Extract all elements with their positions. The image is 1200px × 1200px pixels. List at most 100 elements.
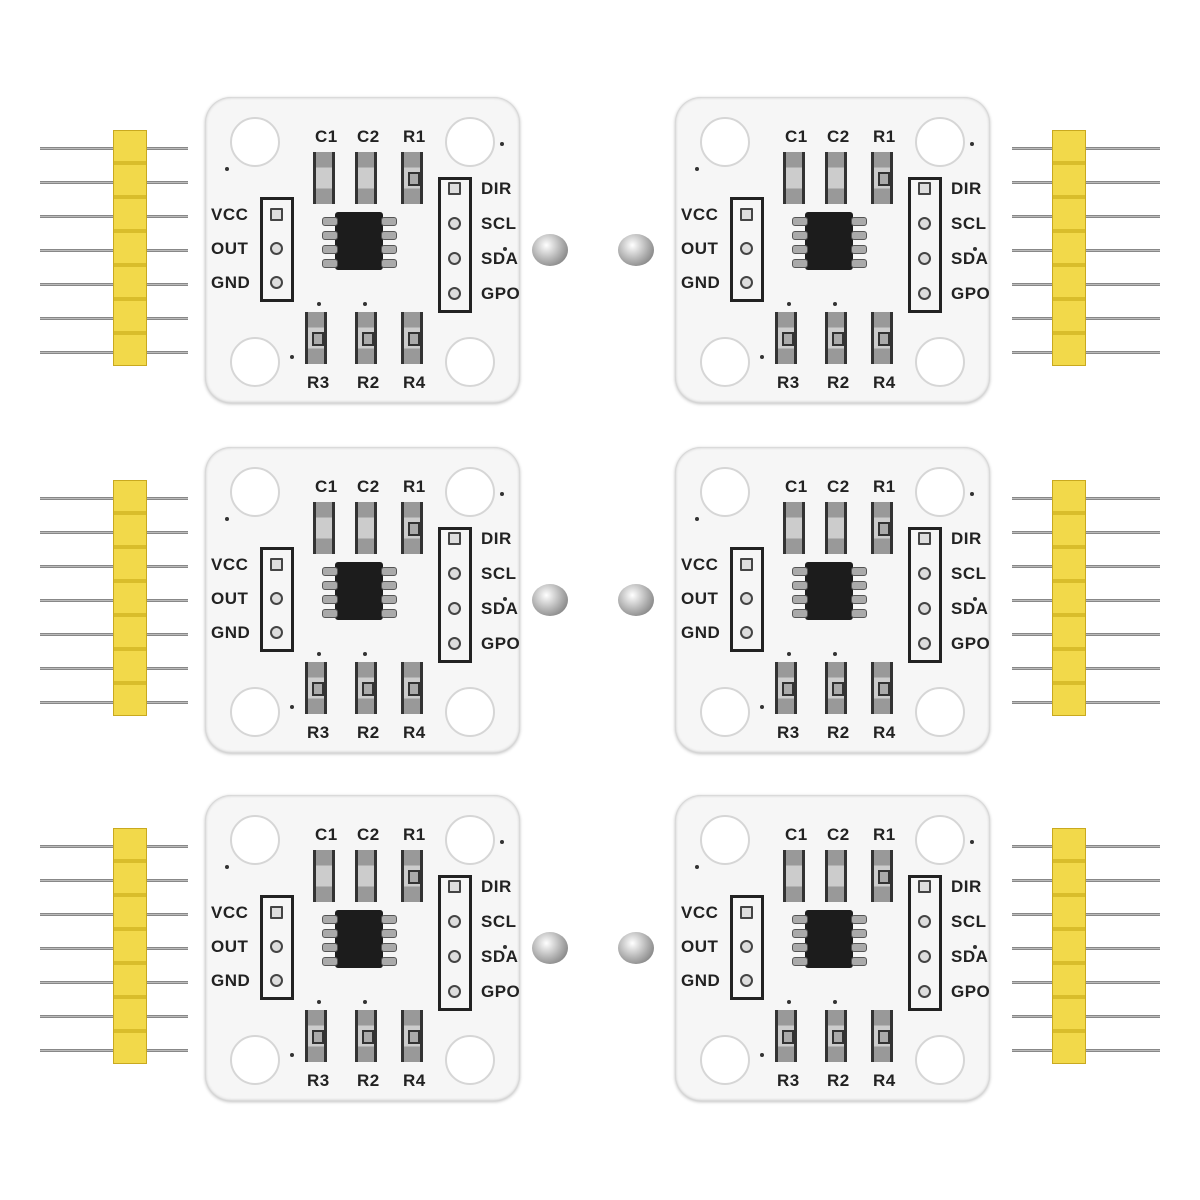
smd-pad <box>825 152 847 204</box>
header-pin <box>1012 1015 1160 1018</box>
component-label: C1 <box>315 477 338 496</box>
mounting-hole <box>445 467 495 517</box>
pin-hole <box>740 626 753 639</box>
component-label: R4 <box>873 723 896 742</box>
mounting-hole <box>700 337 750 387</box>
chip-leg <box>381 943 397 952</box>
pad-marker <box>782 682 794 696</box>
pad-marker <box>362 332 374 346</box>
header-pin <box>1012 1049 1160 1052</box>
pin-label: SDA <box>481 249 519 268</box>
chip-leg <box>381 231 397 240</box>
pin-hole <box>448 567 461 580</box>
chip-leg <box>792 217 808 226</box>
smd-pad <box>305 1010 327 1062</box>
mounting-hole <box>915 1035 965 1085</box>
board-dot <box>787 302 791 306</box>
component-label: C1 <box>785 825 808 844</box>
chip-leg <box>322 231 338 240</box>
mounting-hole <box>230 467 280 517</box>
board-dot <box>317 652 321 656</box>
pin-hole <box>448 532 461 545</box>
pin-label: SCL <box>481 564 517 583</box>
header-plastic <box>1052 130 1086 366</box>
component-label: C1 <box>785 127 808 146</box>
pin-hole <box>270 276 283 289</box>
component-label: R3 <box>307 723 330 742</box>
pin-hole <box>740 974 753 987</box>
header-pin <box>1012 147 1160 150</box>
pin-header <box>1012 828 1162 1064</box>
component-label: C1 <box>785 477 808 496</box>
component-label: R2 <box>827 723 850 742</box>
smd-pad <box>871 502 893 554</box>
component-label: R2 <box>357 1071 380 1090</box>
board-dot <box>290 705 294 709</box>
pin-label: GND <box>681 971 721 990</box>
chip-leg <box>792 609 808 618</box>
pad-marker <box>362 682 374 696</box>
pin-hole <box>270 906 283 919</box>
smd-pad <box>825 1010 847 1062</box>
mounting-hole <box>445 1035 495 1085</box>
pin-label: GND <box>211 273 251 292</box>
chip-leg <box>381 915 397 924</box>
smd-pad <box>825 502 847 554</box>
pin-label: OUT <box>681 937 719 956</box>
component-label: R3 <box>777 1071 800 1090</box>
pin-hole <box>918 985 931 998</box>
component-label: R1 <box>873 477 896 496</box>
chip-leg <box>851 231 867 240</box>
mounting-hole <box>230 1035 280 1085</box>
component-label: R3 <box>777 373 800 392</box>
chip-leg <box>381 217 397 226</box>
component-label: R3 <box>777 723 800 742</box>
smd-pad <box>355 850 377 902</box>
pin-label: DIR <box>481 179 512 198</box>
header-pin <box>1012 531 1160 534</box>
chip-leg <box>322 217 338 226</box>
pin-label: VCC <box>681 555 719 574</box>
magnet <box>532 932 568 964</box>
left-pin-box <box>730 197 764 302</box>
sensor-chip <box>335 562 383 620</box>
board-dot <box>695 517 699 521</box>
smd-pad <box>783 502 805 554</box>
pin-label: SCL <box>951 214 987 233</box>
header-plastic <box>113 130 147 366</box>
smd-pad <box>305 662 327 714</box>
right-pin-box <box>438 527 472 663</box>
pin-hole <box>918 182 931 195</box>
header-pin <box>1012 913 1160 916</box>
pad-marker <box>408 1030 420 1044</box>
pin-label: DIR <box>951 179 982 198</box>
board-dot <box>290 1053 294 1057</box>
left-pin-box <box>260 895 294 1000</box>
pin-hole <box>448 287 461 300</box>
header-plastic <box>1052 480 1086 716</box>
chip-leg <box>792 245 808 254</box>
pin-label: VCC <box>211 205 249 224</box>
mounting-hole <box>915 687 965 737</box>
header-pin <box>1012 599 1160 602</box>
pin-hole <box>918 252 931 265</box>
chip-leg <box>851 595 867 604</box>
pin-label: SCL <box>951 912 987 931</box>
pin-label: VCC <box>211 555 249 574</box>
smd-pad <box>355 502 377 554</box>
pin-header <box>1012 130 1162 366</box>
board-dot <box>970 840 974 844</box>
component-label: R2 <box>357 373 380 392</box>
board-dot <box>970 492 974 496</box>
pad-marker <box>832 682 844 696</box>
component-label: R1 <box>873 825 896 844</box>
component-label: R1 <box>403 477 426 496</box>
chip-leg <box>792 915 808 924</box>
mounting-hole <box>445 815 495 865</box>
mounting-hole <box>230 337 280 387</box>
board-dot <box>787 1000 791 1004</box>
mounting-hole <box>230 815 280 865</box>
pin-hole <box>740 242 753 255</box>
component-label: R1 <box>403 127 426 146</box>
